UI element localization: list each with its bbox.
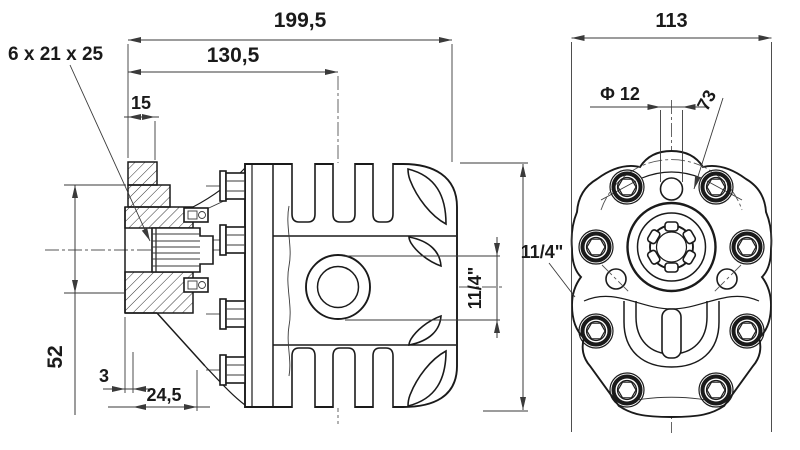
- hex-bolt: [609, 169, 645, 205]
- shaft-outline: [151, 227, 214, 273]
- fin-notch: [332, 163, 356, 223]
- label-port-front: 11/4": [521, 242, 564, 262]
- dim-step: 3: [99, 366, 109, 386]
- dim-front-width: 113: [655, 10, 687, 32]
- dowel-pin: [601, 264, 631, 294]
- spline-teeth: [646, 221, 697, 273]
- fin-notch: [372, 347, 394, 408]
- fin-notch: [291, 347, 316, 408]
- fin-notch: [291, 163, 316, 223]
- dim-flange-height: 52: [44, 345, 67, 368]
- flange-taper: [156, 312, 206, 367]
- bolt-side: [219, 354, 246, 386]
- dim-total-length: 199,5: [274, 9, 327, 32]
- flange-tab-step-hatch: [127, 184, 171, 208]
- side-port-outer: [305, 254, 371, 320]
- side-port-inner: [316, 265, 360, 309]
- dowel-pin: [712, 264, 742, 294]
- fin-notch: [372, 163, 394, 223]
- flange-tab-hatch: [127, 161, 158, 186]
- cover-bolts-side: [219, 170, 246, 386]
- seal-bolt: [198, 211, 206, 219]
- front-bolts: [578, 169, 765, 408]
- label-spline-spec: 6 x 21 x 25: [8, 44, 104, 65]
- bolt-side: [219, 170, 246, 202]
- side-view: [45, 76, 505, 424]
- hex-bolt: [698, 169, 734, 205]
- dim-port-side: 11/4": [465, 267, 485, 310]
- front-view: [570, 100, 773, 433]
- seal-clip: [187, 280, 198, 290]
- dimensions-side-view: 199,5 130,5 15 6 x 21 x 25 52 3 24,5: [8, 9, 528, 415]
- spline-shaft: [151, 207, 214, 293]
- hex-bolt: [729, 229, 765, 265]
- flange-upper-hatch: [124, 206, 194, 229]
- dim-hole-diameter: Φ 12: [600, 84, 640, 104]
- flange-lower-hatch: [124, 271, 194, 314]
- rib-leaf: [408, 314, 442, 346]
- rib-leaf: [407, 167, 447, 226]
- seal-bolt: [198, 281, 206, 289]
- phi12-hole: [659, 177, 684, 201]
- lower-relief: [623, 301, 720, 368]
- seal-clip: [187, 210, 198, 220]
- hex-bolt: [609, 372, 645, 408]
- bolt-side: [219, 298, 246, 330]
- fin-notch: [332, 347, 356, 408]
- rib-leaf: [407, 349, 447, 408]
- hex-bolt: [578, 313, 614, 349]
- dim-bolt-circle: 73: [693, 87, 720, 114]
- bolt-side: [219, 224, 246, 256]
- hex-bolt: [578, 229, 614, 265]
- bell-curve-bottom: [204, 365, 246, 406]
- dim-to-port-center: 130,5: [207, 44, 260, 67]
- casting-break-line: [287, 205, 291, 377]
- dim-tab-width: 15: [131, 93, 151, 113]
- hex-bolt: [729, 313, 765, 349]
- dim-pilot-depth: 24,5: [146, 385, 181, 405]
- relief-slot: [661, 308, 682, 359]
- shaft-bore: [626, 201, 717, 293]
- hex-bolt: [698, 372, 734, 408]
